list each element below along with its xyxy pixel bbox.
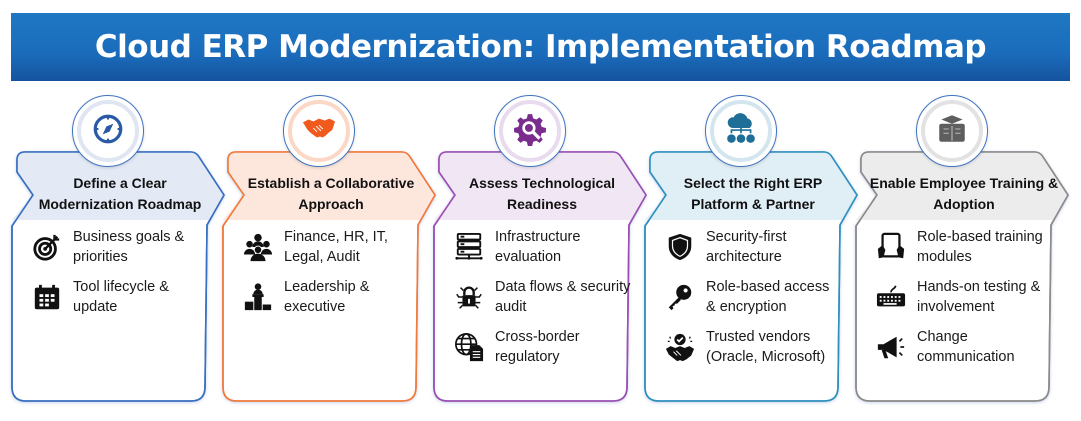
step-title: Establish a Collaborative Approach [247,175,415,212]
step-2: Establish a Collaborative Approach Finan… [222,95,438,405]
step-card-shape [222,151,436,402]
step-title: Define a Clear Modernization Roadmap [38,175,202,212]
step-badge [916,95,988,167]
step-title: Enable Employee Training & Adoption [869,175,1059,212]
list-item: Security-first architecture [662,228,842,267]
list-item-text: Tool lifecycle & update [73,279,169,315]
step-5: Enable Employee Training & Adoption Role… [855,95,1071,405]
handshake-icon [302,112,336,151]
list-item: Infrastructure evaluation [451,228,631,267]
step-title: Select the Right ERP Platform & Partner [683,175,823,212]
list-item-text: Infrastructure evaluation [495,229,581,265]
graduation-book-icon [935,112,969,151]
page-title: Cloud ERP Modernization: Implementation … [94,29,987,65]
list-item-text: Finance, HR, IT, Legal, Audit [284,229,388,265]
list-item: Leadership & executive [240,278,420,317]
list-item-text: Hands-on testing & involvement [917,279,1041,315]
list-item-text: Role-based training modules [917,229,1043,265]
step-badge [72,95,144,167]
list-item: Change communication [873,328,1053,367]
step-item-list: Infrastructure evaluation Data flows & s… [451,228,631,378]
list-item-text: Role-based access & encryption [706,279,830,315]
podium-icon [240,278,276,316]
step-badge [705,95,777,167]
list-item-text: Cross-border regulatory [495,329,580,365]
compass-icon [91,112,125,151]
target-icon [29,228,65,266]
shield-icon [662,228,698,266]
step-item-list: Business goals & priorities Tool lifecyc… [29,228,209,328]
list-item: Role-based training modules [873,228,1053,267]
step-3: Assess Technological Readiness Infrastru… [433,95,649,405]
calendar-icon [29,278,65,316]
step-card-shape [644,151,858,402]
step-card-shape [855,151,1069,402]
list-item-text: Trusted vendors (Oracle, Microsoft) [706,329,826,365]
step-4: Select the Right ERP Platform & Partner … [644,95,860,405]
keyboard-icon [873,278,909,316]
list-item: Finance, HR, IT, Legal, Audit [240,228,420,267]
list-item: Role-based access & encryption [662,278,842,317]
lock-network-icon [451,278,487,316]
list-item-text: Business goals & priorities [73,229,185,265]
team-icon [240,228,276,266]
cloud-network-icon [724,112,758,151]
list-item: Business goals & priorities [29,228,209,267]
key-icon [662,278,698,316]
list-item: Trusted vendors (Oracle, Microsoft) [662,328,842,367]
step-item-list: Finance, HR, IT, Legal, Audit Leadership… [240,228,420,328]
tablet-hands-icon [873,228,909,266]
list-item-text: Change communication [917,329,1015,365]
title-banner: Cloud ERP Modernization: Implementation … [11,13,1070,81]
list-item-text: Security-first architecture [706,229,787,265]
step-item-list: Role-based training modules Hands-on tes… [873,228,1053,378]
megaphone-icon [873,328,909,366]
server-icon [451,228,487,266]
list-item: Cross-border regulatory [451,328,631,367]
step-1: Define a Clear Modernization Roadmap Bus… [11,95,227,405]
step-badge [494,95,566,167]
gear-search-icon [513,112,547,151]
step-badge [283,95,355,167]
step-item-list: Security-first architecture Role-based a… [662,228,842,378]
globe-document-icon [451,328,487,366]
list-item-text: Data flows & security audit [495,279,631,315]
list-item-text: Leadership & executive [284,279,370,315]
list-item: Hands-on testing & involvement [873,278,1053,317]
step-card-shape [11,151,225,402]
handshake-check-icon [662,328,698,366]
list-item: Tool lifecycle & update [29,278,209,317]
step-title: Assess Technological Readiness [468,175,615,212]
step-card-shape [433,151,647,402]
list-item: Data flows & security audit [451,278,631,317]
